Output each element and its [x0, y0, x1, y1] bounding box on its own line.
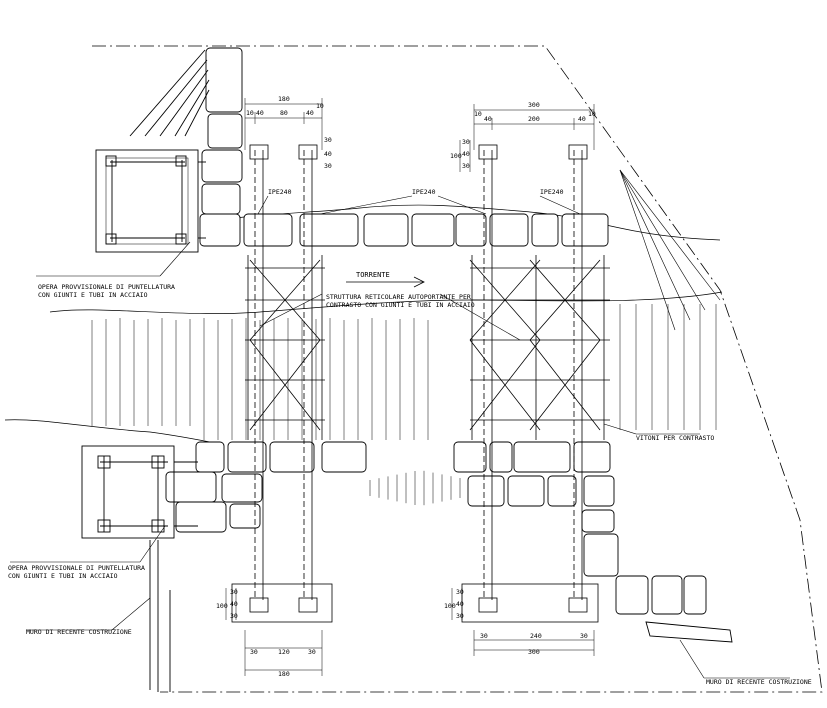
stone-block [243, 213, 293, 247]
left-truss [231, 144, 333, 623]
label-ipe-center: IPE240 [412, 188, 436, 196]
dim-right-bot-a: 30 [480, 632, 488, 640]
label-vitoni: VITONI PER CONTRASTO [636, 434, 714, 442]
dim-right-bot-side-total: 100 [444, 602, 456, 610]
dim-left-top-a: 10 [246, 109, 254, 117]
dim-left-side-2: 40 [324, 150, 332, 158]
dim-right-top-total: 300 [528, 101, 540, 109]
stone-block [205, 47, 243, 113]
dim-right-side-total: 100 [450, 152, 462, 160]
stone-block [199, 213, 241, 247]
stone-block [583, 475, 615, 507]
river-bed [4, 204, 723, 445]
dim-left-top-c: 80 [280, 109, 288, 117]
stone-block [201, 149, 243, 183]
dim-left-top-d: 40 [306, 109, 314, 117]
dim-left-top-e: 10 [316, 102, 324, 110]
leader-lines [10, 169, 790, 679]
stone-block [615, 575, 649, 615]
stone-block [453, 441, 487, 473]
stone-block [227, 441, 267, 473]
stone-block [489, 213, 529, 247]
dim-right-bot-side-3: 30 [456, 612, 464, 620]
stone-block [531, 213, 559, 247]
label-muro-left: MURO DI RECENTE COSTRUZIONE [26, 628, 132, 636]
stone-block [645, 621, 733, 643]
label-opera-top-2: CON GIUNTI E TUBI IN ACCIAIO [38, 291, 148, 299]
dim-right-bot-side-1: 30 [456, 588, 464, 596]
dim-right-top-a: 40 [484, 115, 492, 123]
stone-block [221, 473, 263, 503]
stone-block [195, 441, 225, 473]
stone-block [547, 475, 577, 507]
dim-right-top-d: 10 [474, 110, 482, 118]
dim-left-side-1: 30 [324, 136, 332, 144]
stone-block [229, 503, 261, 529]
stone-block [411, 213, 455, 247]
label-torrente: TORRENTE [356, 271, 390, 279]
stone-block [581, 509, 615, 533]
dim-right-side-3: 30 [462, 162, 470, 170]
dim-right-top-c: 40 [578, 115, 586, 123]
label-ipe-right: IPE240 [540, 188, 564, 196]
stone-block [165, 471, 217, 503]
stone-block [363, 213, 409, 247]
dim-left-bot-a: 30 [250, 648, 258, 656]
site-boundary [92, 45, 823, 693]
label-opera-top-1: OPERA PROVVISIONALE DI PUNTELLATURA [38, 283, 175, 291]
stone-block [321, 441, 367, 473]
label-muro-right: MURO DI RECENTE COSTRUZIONE [706, 678, 812, 686]
stone-block [489, 441, 513, 473]
stone-block [573, 441, 611, 473]
dim-left-bot-side-3: 30 [230, 612, 238, 620]
label-struttura-2: CONTRASTO CON GIUNTI E TUBI IN ACCIAIO [326, 301, 475, 309]
dim-right-bot-total: 300 [528, 648, 540, 656]
stone-block [683, 575, 707, 615]
stone-block [561, 213, 609, 247]
label-struttura-1: STRUTTURA RETICOLARE AUTOPORTANTE PER [326, 293, 471, 301]
dim-right-top-b: 200 [528, 115, 540, 123]
stone-block [455, 213, 487, 247]
label-opera-bot-2: CON GIUNTI E TUBI IN ACCIAIO [8, 572, 118, 580]
shoring-bottom-left [81, 445, 198, 692]
dim-left-side-3: 30 [324, 162, 332, 170]
stone-block [507, 475, 545, 507]
dim-left-top-b: 40 [256, 109, 264, 117]
stone-block [207, 113, 243, 149]
dim-right-bot-c: 30 [580, 632, 588, 640]
stone-block [175, 501, 227, 533]
stone-block [269, 441, 315, 473]
stone-blocks [165, 47, 733, 643]
dim-left-bot-c: 30 [308, 648, 316, 656]
label-opera-bot-1: OPERA PROVVISIONALE DI PUNTELLATURA [8, 564, 145, 572]
stone-block [299, 213, 359, 247]
stone-block [513, 441, 571, 473]
dim-left-bot-side-total: 100 [216, 602, 228, 610]
dim-right-top-e: 10 [588, 110, 596, 118]
label-ipe-left: IPE240 [268, 188, 292, 196]
dim-left-bot-b: 120 [278, 648, 290, 656]
dim-right-bot-side-2: 40 [456, 600, 464, 608]
right-truss [461, 144, 610, 623]
dim-left-bot-side-1: 30 [230, 588, 238, 596]
dim-right-side-1: 30 [462, 138, 470, 146]
dim-right-side-2: 40 [462, 150, 470, 158]
stone-block [651, 575, 683, 615]
dimension-lines [225, 98, 595, 676]
shoring-top-left [95, 49, 210, 253]
stone-block [201, 183, 241, 215]
stone-block [467, 475, 505, 507]
dim-right-bot-b: 240 [530, 632, 542, 640]
stone-block [583, 533, 619, 577]
dim-left-bot-side-2: 40 [230, 600, 238, 608]
flow-arrow-icon [346, 276, 425, 288]
dim-left-top-total: 180 [278, 95, 290, 103]
dim-left-bot-total: 180 [278, 670, 290, 678]
